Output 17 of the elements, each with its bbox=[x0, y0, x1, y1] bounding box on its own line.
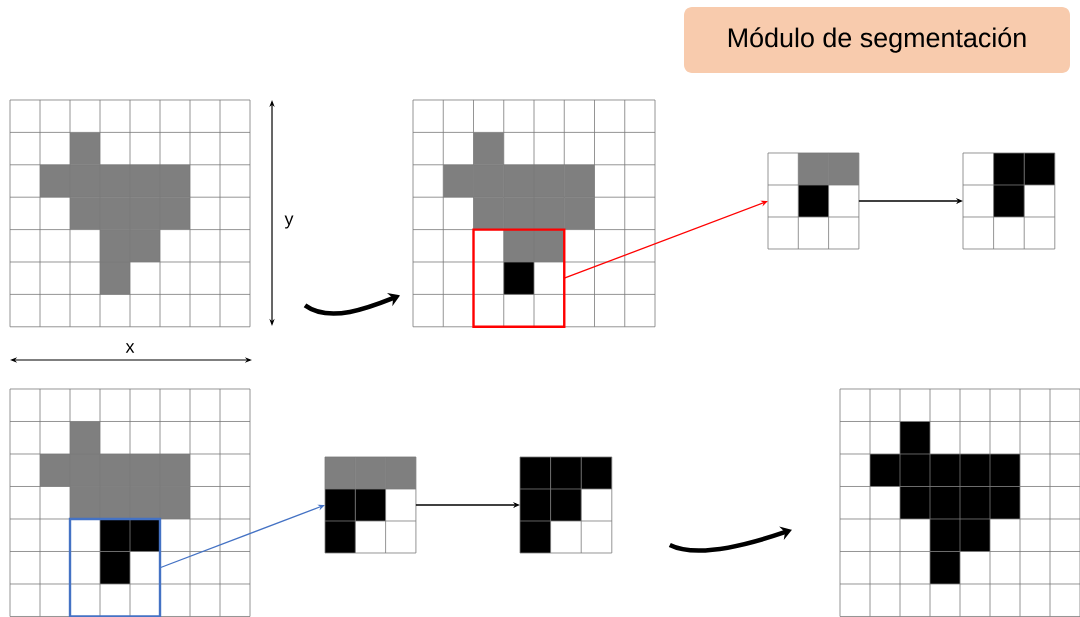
highlight-box bbox=[68, 517, 162, 617]
curved-arrow bbox=[303, 292, 400, 316]
pixel-grid bbox=[962, 152, 1056, 250]
pixel-grid bbox=[519, 456, 613, 554]
highlight-box bbox=[472, 228, 566, 328]
title-box: Módulo de segmentación bbox=[684, 7, 1070, 73]
pixel-grid bbox=[9, 99, 251, 328]
arrow bbox=[563, 200, 768, 279]
axis-label: x bbox=[125, 343, 135, 353]
axis-label: y bbox=[284, 215, 294, 229]
curved-arrow bbox=[669, 526, 792, 553]
pixel-grid bbox=[839, 388, 1080, 617]
pixel-grid bbox=[767, 152, 860, 250]
pixel-grid bbox=[324, 456, 417, 554]
arrow bbox=[159, 504, 325, 569]
pixel-grid bbox=[9, 388, 251, 617]
pixel-grid bbox=[412, 99, 656, 328]
